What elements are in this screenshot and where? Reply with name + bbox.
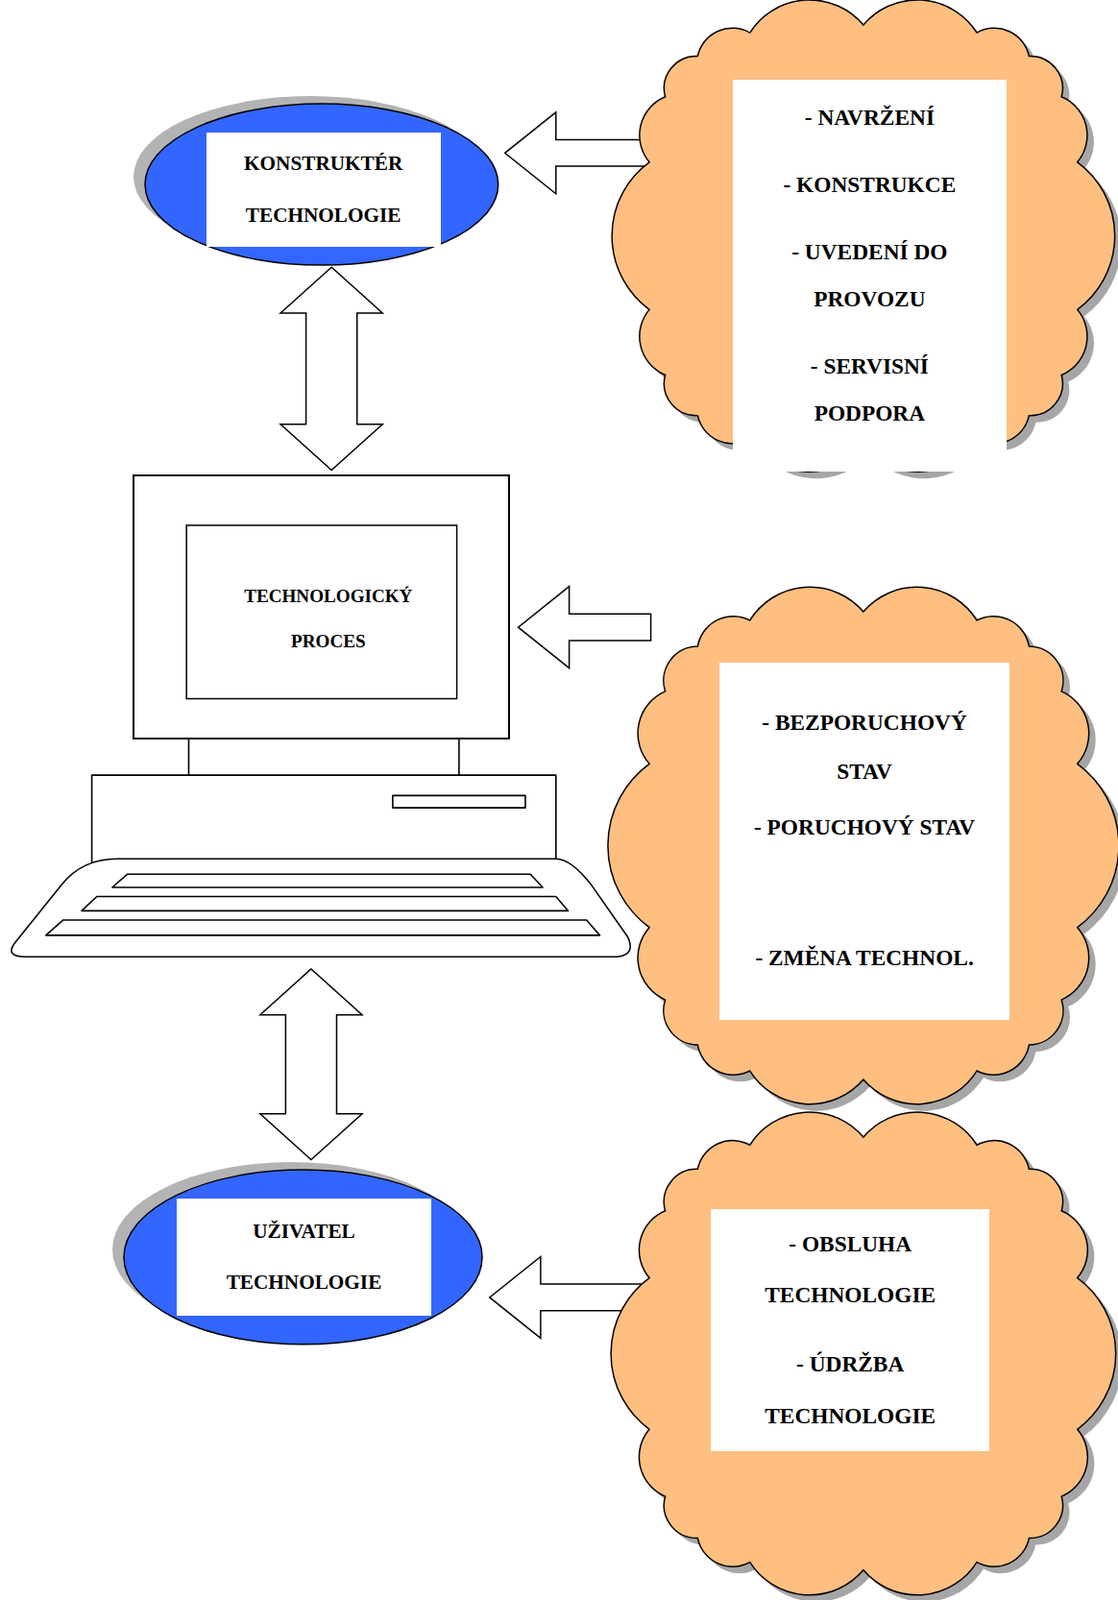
node-label: - SERVISNÍ PODPORA: [766, 342, 974, 438]
block-arrow: [518, 586, 652, 669]
node-label: KONSTRUKTÉR TECHNOLOGIE: [219, 138, 427, 241]
node-label: - KONSTRUKCE: [766, 161, 974, 209]
text-panel: - OBSLUHA TECHNOLOGIE - ÚDRŽBA TECHNOLOGI…: [710, 1209, 990, 1453]
block-arrow: [280, 267, 383, 470]
keyboard: [11, 858, 631, 957]
role-ellipse: UŽIVATEL TECHNOLOGIE: [121, 1167, 485, 1347]
cloud-callout: - OBSLUHA TECHNOLOGIE - ÚDRŽBA TECHNOLOGI…: [622, 1112, 1113, 1600]
ellipse-fill: [123, 1169, 483, 1345]
drive-slot: [392, 795, 526, 808]
keyboard-key-row: [112, 874, 543, 888]
node-label: TECHNOLOGICKÝ PROCES: [226, 574, 431, 664]
text-panel: KONSTRUKTÉR TECHNOLOGIE: [206, 132, 441, 247]
cloud-callout: - BEZPORUCHOVÝ STAV- PORUCHOVÝ STAV - ZMĚ…: [622, 586, 1113, 1113]
text-panel: TECHNOLOGICKÝ PROCES: [205, 552, 451, 685]
node-label: - ZMĚNA TECHNOL.: [743, 933, 986, 983]
cloud-fill: [610, 1112, 1117, 1596]
ellipse-fill: [145, 103, 499, 266]
text-panel: UŽIVATEL TECHNOLOGIE: [176, 1198, 433, 1316]
keyboard-key-row: [81, 897, 569, 912]
role-ellipse: KONSTRUKTÉR TECHNOLOGIE: [143, 101, 501, 268]
node-label: UŽIVATEL TECHNOLOGIE: [191, 1206, 418, 1309]
node-label: - NAVRŽENÍ: [766, 94, 974, 142]
monitor-stand: [188, 737, 459, 776]
node-label: - PORUCHOVÝ STAV: [743, 802, 986, 852]
block-arrow: [260, 969, 363, 1161]
monitor-screen: TECHNOLOGICKÝ PROCES: [132, 474, 511, 740]
screen-frame: [186, 525, 457, 700]
node-label: - BEZPORUCHOVÝ STAV: [743, 698, 986, 797]
cloud-fill: [611, 0, 1116, 472]
text-panel: - NAVRŽENÍ - KONSTRUKCE - UVEDENÍ DO PROVO…: [732, 79, 1008, 472]
node-label: - OBSLUHA TECHNOLOGIE: [730, 1218, 969, 1321]
node-label: - UVEDENÍ DO PROVOZU: [766, 228, 974, 323]
cloud-callout: - NAVRŽENÍ - KONSTRUKCE - UVEDENÍ DO PROVO…: [622, 0, 1113, 480]
keyboard-key-row: [46, 920, 601, 936]
text-panel: - BEZPORUCHOVÝ STAV- PORUCHOVÝ STAV - ZMĚ…: [719, 662, 1011, 1021]
cloud-fill: [607, 586, 1118, 1104]
node-label: - ÚDRŽBA TECHNOLOGIE: [730, 1338, 969, 1441]
